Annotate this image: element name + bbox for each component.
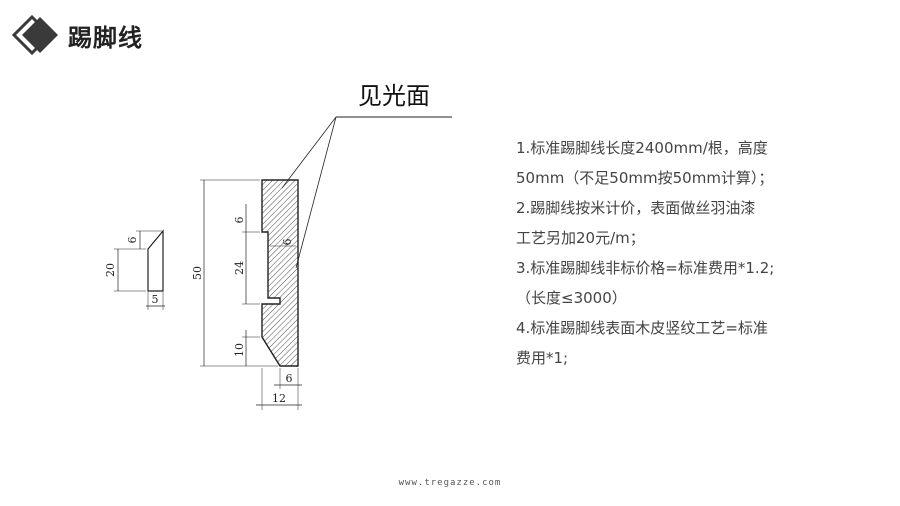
note-line: 工艺另加20元/m； <box>516 229 645 247</box>
large-top-gap-dim: 6 <box>233 217 246 224</box>
note-line: 50mm（不足50mm按50mm计算）； <box>516 169 774 187</box>
large-bottom-width-dim: 6 <box>286 372 293 385</box>
large-profile-section <box>261 179 299 367</box>
small-bevel-dim: 6 <box>126 237 139 244</box>
note-line: （长度≤3000） <box>516 289 627 307</box>
spec-notes: 1.标准踢脚线长度2400mm/根，高度 50mm（不足50mm按50mm计算）… <box>516 133 816 373</box>
note-line: 3.标准踢脚线非标价格=标准费用*1.2; <box>516 259 775 277</box>
small-profile-outline <box>147 229 164 292</box>
note-line: 费用*1; <box>516 349 569 367</box>
diamond-logo-icon <box>12 15 58 55</box>
large-groove-depth-dim: 6 <box>281 239 294 246</box>
large-bottom-chamfer-dim: 10 <box>233 343 246 357</box>
callout-leader-top <box>281 116 337 189</box>
page-title: 踢脚线 <box>68 24 143 52</box>
small-height-dim: 20 <box>104 263 117 277</box>
small-profile: 20 6 5 <box>104 229 165 310</box>
callout-leader-bottom <box>295 116 337 269</box>
footer-url: www.tregazze.com <box>398 478 502 488</box>
large-total-height-dim: 50 <box>191 266 204 280</box>
small-width-dim: 5 <box>152 293 159 306</box>
note-line: 1.标准踢脚线长度2400mm/根，高度 <box>516 139 768 157</box>
visible-face-label: 见光面 <box>358 82 430 110</box>
note-line: 2.踢脚线按米计价，表面做丝羽油漆 <box>516 199 756 217</box>
large-groove-height-dim: 24 <box>233 261 246 275</box>
note-line: 4.标准踢脚线表面木皮竖纹工艺=标准 <box>516 319 768 337</box>
large-profile: 50 6 24 6 10 6 12 <box>191 179 302 410</box>
large-total-width-dim: 12 <box>272 392 286 405</box>
